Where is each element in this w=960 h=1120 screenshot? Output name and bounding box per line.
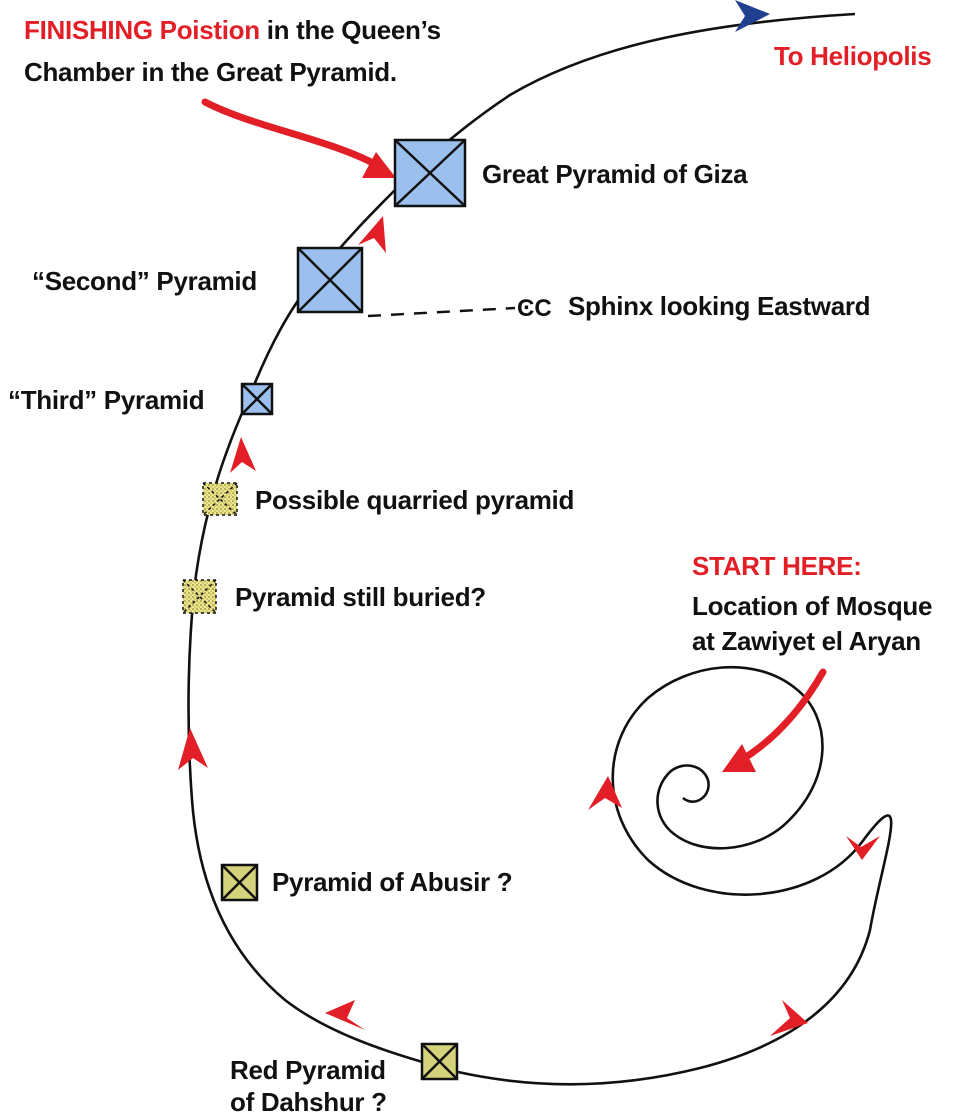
finish-note: FINISHING Poistion in the Queen’s [24, 14, 441, 46]
finish-pointer-arrowhead [362, 152, 396, 178]
spiral-chevron-5 [178, 728, 208, 770]
great-pyramid-label: Great Pyramid of Giza [482, 159, 748, 189]
red-pyramid-label-line1: Red Pyramid [230, 1055, 386, 1085]
buried-pyramid-marker [182, 579, 217, 614]
start-note-line1: Location of Mosque [692, 591, 933, 621]
great-pyramid-marker [393, 138, 467, 208]
red-pyramid-marker [420, 1042, 459, 1081]
spiral-chevron-4 [325, 1000, 365, 1030]
finish-pointer-arrow [201, 98, 386, 172]
second-pyramid-marker [296, 246, 364, 314]
buried-pyramid-label: Pyramid still buried? [235, 582, 486, 612]
third-pyramid-label: “Third” Pyramid [8, 385, 205, 415]
start-pointer-arrowhead [722, 744, 756, 772]
third-pyramid-marker [240, 382, 274, 416]
abusir-pyramid-marker [220, 863, 259, 902]
spiral-chevron-6 [230, 437, 256, 473]
finish-note-line2: Chamber in the Great Pyramid. [24, 57, 397, 87]
start-note-line2: at Zawiyet el Aryan [692, 626, 921, 656]
sphinx-label: Sphinx looking Eastward [568, 291, 871, 321]
second-pyramid-label: “Second” Pyramid [32, 266, 257, 296]
quarried-pyramid-marker [202, 482, 238, 516]
sphinx-icon: ϾϹ [517, 295, 552, 322]
spiral-chevron-3 [770, 1000, 808, 1036]
spiral-chevron-2 [846, 836, 880, 860]
start-note-heading: START HERE: [692, 551, 862, 581]
destination-label: To Heliopolis [774, 41, 932, 71]
finish-note-rest: in the Queen’s [259, 15, 441, 45]
spiral-chevron-1 [588, 776, 622, 810]
abusir-pyramid-label: Pyramid of Abusir ? [272, 867, 513, 897]
red-pyramid-label-line2: of Dahshur ? [230, 1087, 387, 1117]
sphinx-link-line [367, 306, 516, 318]
end-arrowhead [735, 0, 770, 32]
quarried-pyramid-label: Possible quarried pyramid [255, 485, 575, 515]
spiral-chevron-7 [358, 216, 386, 253]
start-pointer-arrow [734, 668, 827, 766]
finish-note-highlight: FINISHING Poistion [24, 15, 260, 45]
